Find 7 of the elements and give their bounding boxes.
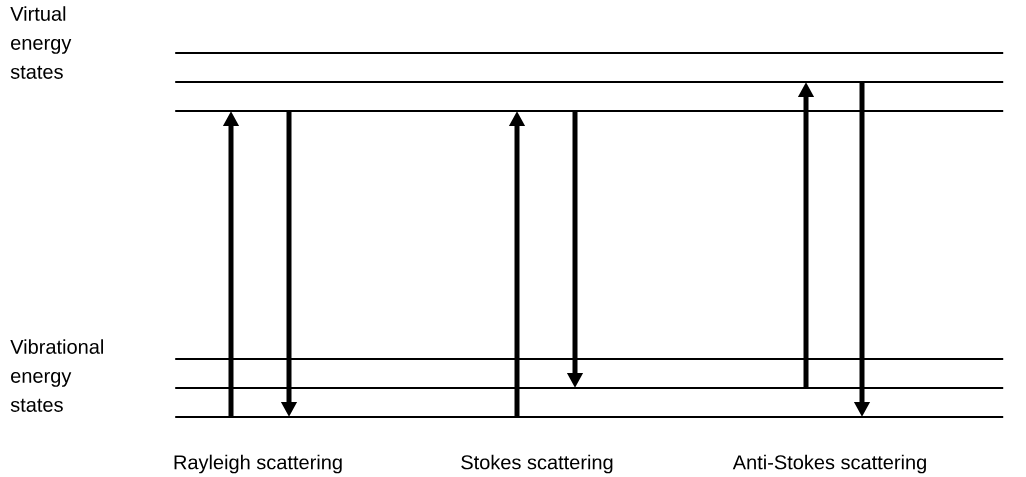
axis-label: Virtual energy states (10, 6, 72, 79)
axis-label: Anti-Stokes scattering (732, 454, 926, 474)
axis-label: Vibrational energy states (10, 339, 103, 412)
energy-level-line (175, 52, 1004, 54)
axis-label: Stokes scattering (461, 454, 613, 474)
axis-label: Rayleigh scattering (174, 454, 342, 474)
energy-level-line (175, 358, 1004, 360)
